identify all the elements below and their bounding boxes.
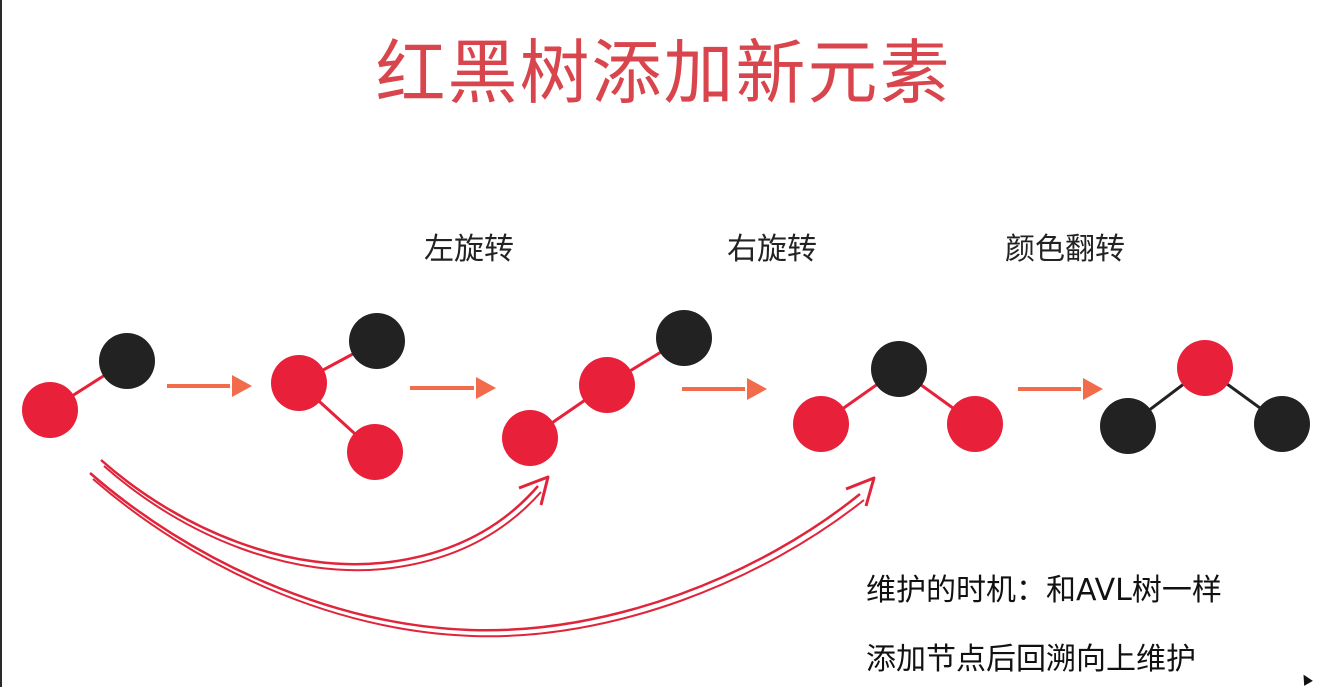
transition-arrow-3 xyxy=(682,378,767,400)
transition-arrow-4 xyxy=(1018,378,1103,400)
red-node xyxy=(22,382,78,438)
transition-arrow-1 xyxy=(167,375,252,397)
page-title: 红黑树添加新元素 xyxy=(375,32,952,114)
color-flip-label: 颜色翻转 xyxy=(1005,232,1125,267)
red-node xyxy=(271,355,327,411)
black-node xyxy=(1254,396,1310,452)
black-node xyxy=(656,310,712,366)
stage-3-tree xyxy=(502,310,712,466)
stage-5-tree xyxy=(1100,340,1310,454)
transition-arrow-2 xyxy=(410,377,496,399)
red-node xyxy=(502,410,558,466)
black-node xyxy=(349,313,405,369)
stage-1-tree xyxy=(22,333,155,438)
red-node xyxy=(579,357,635,413)
maintenance-timing-note: 维护的时机：和AVL树一样 xyxy=(866,573,1222,608)
left-rotate-label: 左旋转 xyxy=(424,232,514,267)
black-node xyxy=(99,333,155,389)
red-node xyxy=(347,424,403,480)
skip-arrow-to-stage-4 xyxy=(89,472,876,638)
stage-4-tree xyxy=(793,341,1003,452)
left-border xyxy=(0,0,2,687)
black-node xyxy=(871,341,927,397)
red-node xyxy=(947,396,1003,452)
backtrack-maintenance-note: 添加节点后回溯向上维护 xyxy=(866,642,1196,677)
red-node xyxy=(793,396,849,452)
right-rotate-label: 右旋转 xyxy=(727,232,817,267)
stage-2-tree xyxy=(271,313,405,480)
black-node xyxy=(1100,398,1156,454)
red-node xyxy=(1177,340,1233,396)
skip-arrow-to-stage-3 xyxy=(100,459,550,572)
